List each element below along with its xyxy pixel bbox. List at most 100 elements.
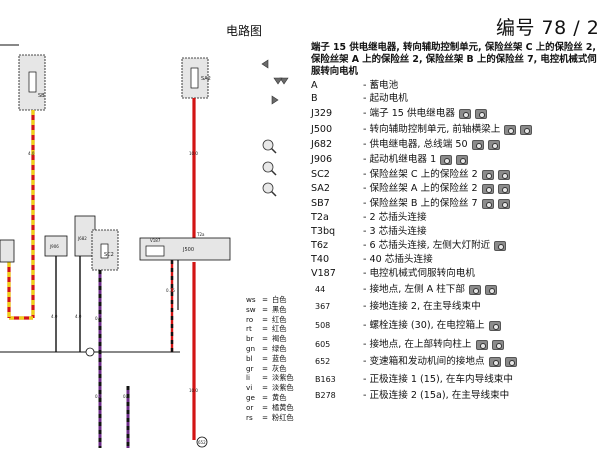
color-name: 白色 bbox=[272, 295, 287, 304]
legend-text: 起动电机 bbox=[369, 93, 408, 104]
camera-icon[interactable] bbox=[481, 184, 494, 194]
color-name: 红色 bbox=[272, 324, 287, 334]
legend-text: 螺栓连接 (30), 在电控箱上 bbox=[369, 320, 485, 331]
color-code: li bbox=[246, 373, 250, 383]
legend-dash: - bbox=[363, 320, 367, 331]
legend-text-wrap: - 接地连接 2, 在主导线束中 bbox=[363, 300, 481, 314]
legend-code: J906 bbox=[311, 154, 333, 165]
fuse-sa2-element bbox=[190, 67, 199, 89]
camera-icon[interactable] bbox=[497, 199, 510, 209]
camera-icon[interactable] bbox=[497, 170, 510, 180]
legend-text-wrap: - 保险丝架 A 上的保险丝 2 bbox=[363, 182, 510, 196]
color-dash: = bbox=[262, 334, 269, 344]
color-name: 绿色 bbox=[272, 344, 287, 353]
camera-icon[interactable] bbox=[456, 155, 469, 165]
wire-label-sc2: 0.5 bbox=[95, 316, 102, 321]
camera-icon[interactable] bbox=[494, 241, 507, 251]
legend-dash: - bbox=[363, 226, 367, 237]
camera-icon[interactable] bbox=[468, 285, 481, 295]
legend-text-wrap: - 3 芯插头连接 bbox=[363, 225, 427, 239]
camera-icon[interactable] bbox=[471, 140, 484, 150]
legend-text: 电控机械式伺服转向电机 bbox=[369, 268, 475, 279]
color-code: bl bbox=[246, 353, 253, 363]
color-dash: = bbox=[262, 412, 269, 422]
camera-icon[interactable] bbox=[488, 357, 501, 367]
color-name: 黄色 bbox=[272, 393, 287, 402]
color-code: ge bbox=[246, 393, 255, 402]
control-unit-j500-label: J500 bbox=[182, 247, 194, 253]
legend-dash: - bbox=[363, 356, 367, 367]
legend-text-wrap: - 电控机械式伺服转向电机 bbox=[363, 267, 475, 281]
legend-text: 2 芯插头连接 bbox=[369, 212, 427, 223]
camera-icon[interactable] bbox=[481, 170, 494, 180]
legend-text-wrap: - 正极连接 1 (15), 在车内导线束中 bbox=[363, 373, 513, 387]
fuse-sc2-label: SC2 bbox=[104, 252, 114, 258]
legend-dash: - bbox=[363, 183, 367, 194]
zoom-in-icon[interactable] bbox=[262, 139, 277, 154]
legend-code: B278 bbox=[315, 391, 336, 400]
legend-code: T2a bbox=[311, 212, 329, 223]
wire-label-j906: 4.0 bbox=[51, 314, 58, 319]
legend-code: SB7 bbox=[311, 198, 330, 209]
legend-text-wrap: - 保险丝架 C 上的保险丝 2 bbox=[363, 168, 510, 182]
legend-code: SC2 bbox=[311, 169, 330, 180]
relay-j682-label: J682 bbox=[77, 236, 87, 241]
camera-icon[interactable] bbox=[504, 125, 517, 135]
camera-icon[interactable] bbox=[474, 109, 487, 119]
legend-text: 转向辅助控制单元, 前轴横梁上 bbox=[369, 124, 501, 135]
color-code: gn bbox=[246, 344, 256, 353]
color-code: or bbox=[246, 402, 254, 412]
color-name: 黑色 bbox=[272, 304, 287, 314]
color-dash: = bbox=[262, 402, 269, 412]
camera-icon[interactable] bbox=[491, 340, 504, 350]
camera-icon[interactable] bbox=[487, 140, 500, 150]
legend-dash: - bbox=[363, 93, 367, 104]
legend-dash: - bbox=[363, 240, 367, 251]
color-name: 褐色 bbox=[272, 334, 287, 344]
camera-icon[interactable] bbox=[504, 357, 517, 367]
color-key-row: gn=绿色 bbox=[246, 344, 310, 354]
zoom-out-icon[interactable] bbox=[262, 161, 277, 176]
legend-code: B163 bbox=[315, 375, 336, 384]
color-key-row: ge=黄色 bbox=[246, 393, 310, 403]
color-dash: = bbox=[262, 353, 269, 363]
legend-dash: - bbox=[363, 254, 367, 265]
camera-icon[interactable] bbox=[440, 155, 453, 165]
legend-text-wrap: - 蓄电池 bbox=[363, 79, 398, 93]
legend-text: 接地点, 在上部转向柱上 bbox=[369, 339, 472, 350]
camera-icon[interactable] bbox=[475, 340, 488, 350]
wire-label-sa2: 10.0 bbox=[189, 151, 198, 156]
wire-label-sc2b: 0.5 bbox=[95, 394, 102, 399]
zoom-fit-icon[interactable] bbox=[262, 182, 277, 197]
legend-text-wrap: - 端子 15 供电继电器 bbox=[363, 107, 487, 121]
legend-code: 652 bbox=[315, 357, 331, 366]
wire-label-sb: 4.0 bbox=[28, 151, 35, 156]
legend-text-wrap: - 2 芯插头连接 bbox=[363, 211, 427, 225]
camera-icon[interactable] bbox=[458, 109, 471, 119]
camera-icon[interactable] bbox=[520, 125, 533, 135]
camera-icon[interactable] bbox=[484, 285, 497, 295]
legend-text: 正极连接 1 (15), 在车内导线束中 bbox=[369, 374, 513, 385]
legend-dash: - bbox=[363, 169, 367, 180]
legend-code: J500 bbox=[311, 124, 333, 135]
color-key-row: bl=蓝色 bbox=[246, 354, 310, 364]
camera-icon[interactable] bbox=[497, 184, 510, 194]
legend-dash: - bbox=[363, 301, 367, 312]
legend-dash: - bbox=[363, 212, 367, 223]
camera-icon[interactable] bbox=[481, 199, 494, 209]
color-key-row: or=橘黄色 bbox=[246, 403, 310, 413]
legend-text-wrap: - 起动电机 bbox=[363, 92, 408, 106]
color-key-row: ro=红色 bbox=[246, 315, 310, 325]
color-name: 粉红色 bbox=[272, 412, 294, 422]
color-key-row: br=褐色 bbox=[246, 334, 310, 344]
legend-text-wrap: - 螺栓连接 (30), 在电控箱上 bbox=[363, 319, 501, 333]
page-number: 编号 78 / 2 bbox=[496, 17, 600, 39]
legend-text-wrap: - 接地点, 在上部转向柱上 bbox=[363, 338, 504, 352]
color-name: 淡紫色 bbox=[272, 373, 294, 383]
legend-dash: - bbox=[363, 124, 367, 135]
left-component-box bbox=[0, 239, 15, 263]
legend-dash: - bbox=[363, 390, 367, 401]
camera-icon[interactable] bbox=[488, 321, 501, 331]
legend-code: B bbox=[311, 93, 318, 104]
nav-arrows-icon[interactable] bbox=[261, 59, 289, 105]
